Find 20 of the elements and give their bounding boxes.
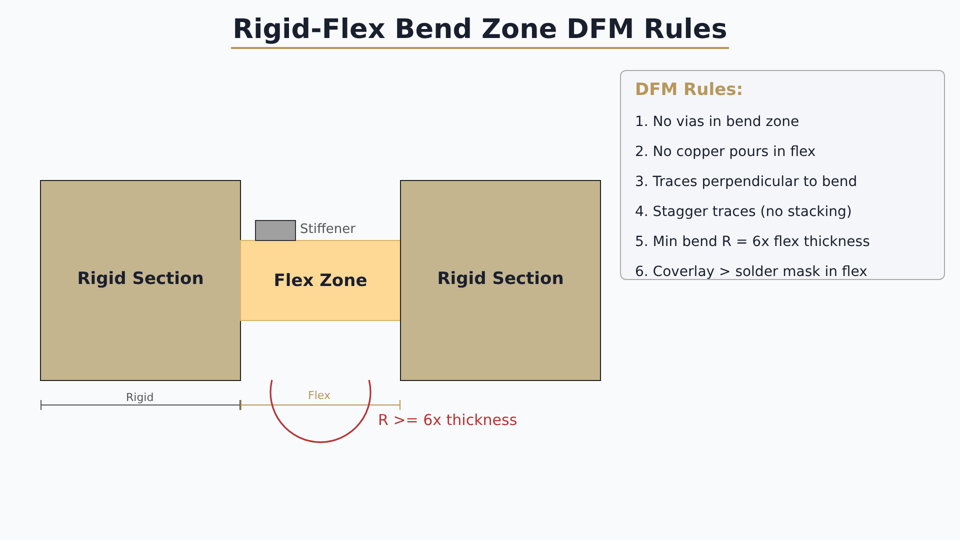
- stiffener-block: [255, 220, 296, 241]
- diagram-title: Rigid-Flex Bend Zone DFM Rules: [230, 14, 730, 49]
- section-label: Rigid Section: [76, 269, 205, 289]
- dimension-label: Rigid: [126, 391, 154, 404]
- rule-item: 3. Traces perpendicular to bend: [635, 173, 858, 192]
- rule-item: 1. No vias in bend zone: [635, 113, 800, 132]
- rule-item: 5. Min bend R = 6x flex thickness: [635, 233, 871, 252]
- panel-heading: DFM Rules:: [635, 79, 744, 101]
- part-label: Stiffener: [300, 222, 356, 237]
- radius-note: R >= 6x thickness: [378, 411, 518, 429]
- dimension-label: Flex: [308, 389, 330, 402]
- section-label: Rigid Section: [436, 269, 565, 289]
- flex-zone-band: [240, 240, 401, 321]
- rule-item: 2. No copper pours in flex: [635, 143, 817, 162]
- rigid-section-block: [400, 180, 601, 381]
- rule-item: 6. Coverlay > solder mask in flex: [635, 263, 868, 282]
- rules-panel: [620, 70, 945, 280]
- section-label: Flex Zone: [272, 271, 368, 291]
- rigid-section-block: [40, 180, 241, 381]
- rule-item: 4. Stagger traces (no stacking): [635, 203, 853, 222]
